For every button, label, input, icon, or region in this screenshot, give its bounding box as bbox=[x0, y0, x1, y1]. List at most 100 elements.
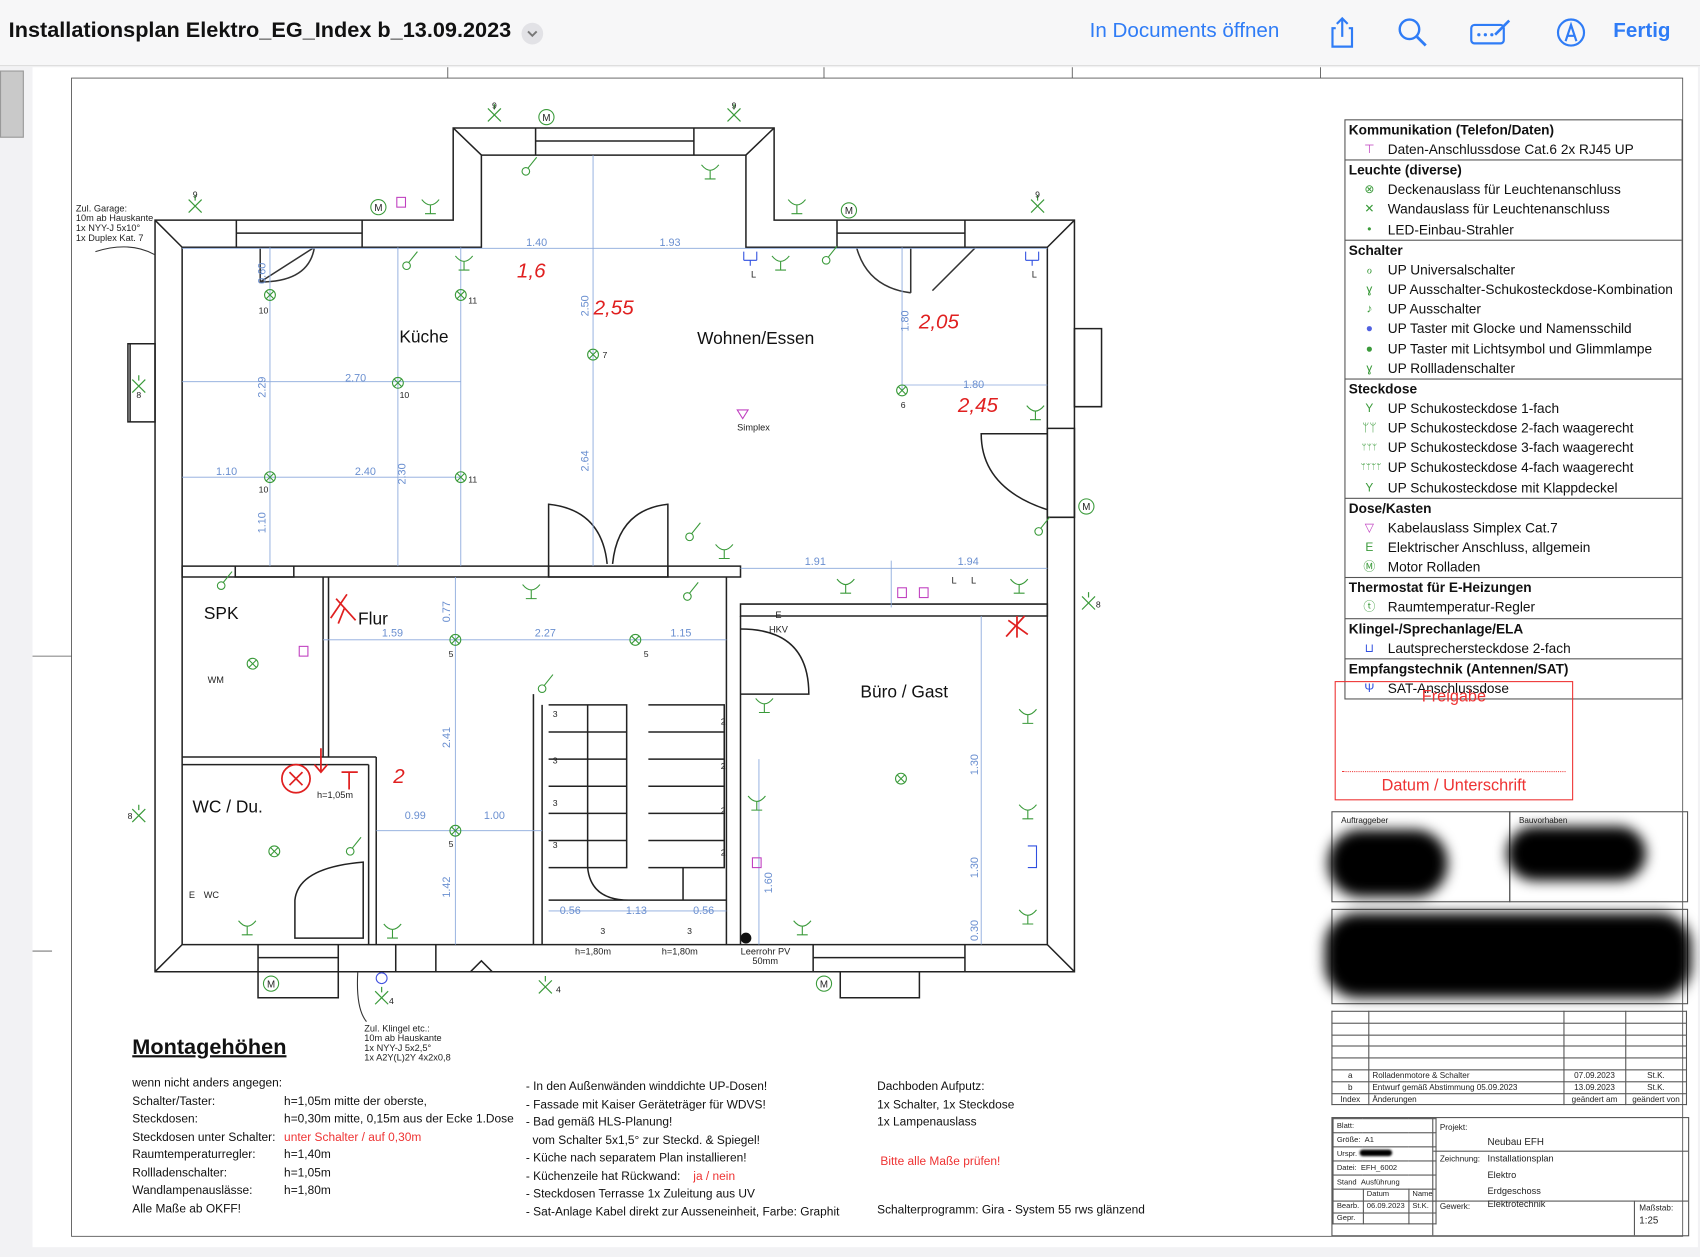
ceiling-outlet-icon bbox=[391, 376, 404, 389]
legend-item: ⊔Lautsprechersteckdose 2-fach bbox=[1345, 638, 1681, 658]
plan-label: L bbox=[751, 270, 756, 280]
handwritten-marks bbox=[281, 593, 1029, 794]
plan-label: Simplex bbox=[737, 423, 770, 433]
name-header: Name bbox=[1408, 1188, 1437, 1202]
montage-value: unter Schalter / auf 0,30m bbox=[284, 1130, 422, 1144]
sat-socket-icon bbox=[1025, 251, 1040, 266]
symbol-number: 4 bbox=[556, 984, 561, 994]
document-title[interactable]: Installationsplan Elektro_EG_Index b_13.… bbox=[8, 18, 512, 43]
legend-item-label: Deckenauslass für Leuchtenanschluss bbox=[1387, 182, 1621, 198]
symbol-number: 5 bbox=[449, 649, 454, 659]
rueckwand-choice: ja / nein bbox=[693, 1169, 736, 1183]
legend-item-label: UP Taster mit Lichtsymbol und Glimmlampe bbox=[1387, 341, 1653, 357]
revision-cell: 07.09.2023 bbox=[1562, 1069, 1627, 1083]
symbol-number: 11 bbox=[468, 475, 477, 485]
done-button[interactable]: Fertig bbox=[1613, 19, 1671, 43]
open-in-documents-button[interactable]: In Documents öffnen bbox=[1089, 19, 1280, 43]
montage-label: Rollladenschalter: bbox=[132, 1166, 228, 1180]
orig-label: Urspr. bbox=[1336, 1150, 1358, 1159]
note-line: - Bad gemäß HLS-Planung! bbox=[526, 1114, 840, 1132]
note-line: 1x Duplex Kat. 7 bbox=[75, 232, 144, 243]
symbol-number: 2 bbox=[721, 716, 726, 726]
symbol-number: 7 bbox=[603, 350, 608, 360]
switch-icon bbox=[821, 245, 838, 265]
symbol-number: 9 bbox=[492, 100, 497, 110]
dimension-label: 1.93 bbox=[659, 237, 680, 249]
symbol-number: 3 bbox=[687, 926, 692, 936]
installation-notes: - In den Außenwänden winddichte UP-Dosen… bbox=[526, 1078, 840, 1221]
note-text: - Küchenzeile hat Rückwand: bbox=[525, 1169, 681, 1183]
note-line: 1x NYY-J 5x10° bbox=[75, 222, 141, 234]
dimension-label: 1.91 bbox=[805, 556, 826, 568]
page-thumbnail[interactable] bbox=[0, 70, 24, 138]
redacted-area bbox=[1328, 829, 1448, 897]
montage-value: h=1,80m bbox=[284, 1184, 331, 1198]
shutter-switch-icon: ɣ bbox=[1366, 361, 1373, 375]
handwritten-note: 2,05 bbox=[918, 311, 960, 334]
dimension-label: 0.30 bbox=[969, 920, 981, 941]
ceiling-outlet-icon bbox=[449, 824, 462, 837]
socket-icon bbox=[454, 255, 474, 271]
electric-connection-icon: E bbox=[1365, 541, 1374, 555]
project-label: Projekt: bbox=[1439, 1122, 1468, 1133]
data-socket-icon bbox=[298, 645, 309, 657]
pv-conduit-marker bbox=[740, 932, 752, 944]
montage-footer: Alle Maße ab OKFF! bbox=[132, 1202, 241, 1216]
revision-cell bbox=[1368, 1045, 1565, 1059]
share-icon[interactable] bbox=[1325, 15, 1360, 50]
socket-3-icon: ᛘᛘᛘ bbox=[1361, 442, 1378, 453]
title-block-left: Blatt: Größe: A1 Urspr. Datei: EFH_6002 … bbox=[1332, 1118, 1437, 1225]
revision-cell: Index bbox=[1331, 1092, 1370, 1106]
legend-item-label: Motor Rolladen bbox=[1387, 559, 1481, 575]
search-icon[interactable] bbox=[1395, 15, 1430, 50]
handwritten-note: 1,6 bbox=[517, 260, 546, 283]
dimension-label: 1.60 bbox=[763, 872, 775, 893]
note-text: - Fassade mit Kaiser Geräteträger für WD… bbox=[525, 1098, 766, 1112]
note-line: - Sat-Anlage Kabel direkt zur Ausseneinh… bbox=[526, 1203, 840, 1221]
legend-item-label: UP Taster mit Glocke und Namensschild bbox=[1387, 321, 1632, 337]
autofill-pen-icon[interactable] bbox=[1554, 15, 1589, 50]
dimension-label: 2.70 bbox=[345, 373, 366, 385]
legend-group-title: Klingel-/Sprechanlage/ELA bbox=[1345, 617, 1682, 639]
socket-icon bbox=[771, 255, 790, 271]
ceiling-outlet-icon bbox=[896, 384, 909, 397]
room-label: WC / Du. bbox=[193, 796, 263, 816]
drawing-label: Zeichnung: bbox=[1439, 1153, 1481, 1164]
signature-line bbox=[1342, 771, 1566, 773]
wall-outlet-icon bbox=[538, 976, 553, 994]
simplex-outlet-icon bbox=[736, 409, 750, 420]
toolbar: Installationsplan Elektro_EG_Index b_13.… bbox=[0, 0, 1700, 67]
ceiling-outlet-icon bbox=[449, 633, 462, 646]
title-block-right: Projekt: Neubau EFH Zeichnung: Installat… bbox=[1432, 1118, 1689, 1236]
markup-icon[interactable] bbox=[1469, 15, 1512, 50]
chevron-down-icon[interactable] bbox=[521, 22, 544, 45]
socket-icon bbox=[421, 199, 440, 215]
dimension-label: 1.10 bbox=[216, 466, 237, 478]
switch-icon bbox=[521, 156, 538, 176]
data-socket-icon bbox=[751, 857, 762, 869]
motor-icon: Ⓜ bbox=[1363, 560, 1376, 574]
montage-value: h=1,40m bbox=[284, 1148, 331, 1162]
divider bbox=[1433, 1200, 1689, 1202]
switch-icon bbox=[537, 674, 554, 693]
revision-cell: Entwurf gemäß Abstimmung 05.09.2023 bbox=[1368, 1081, 1565, 1094]
socket-icon bbox=[747, 795, 766, 811]
file-value: EFH_6002 bbox=[1360, 1164, 1398, 1172]
note-line: vom Schalter 5x1,5° zur Steckd. & Spiege… bbox=[526, 1132, 840, 1150]
legend-item-label: UP Schukosteckdose 2-fach waagerecht bbox=[1387, 420, 1634, 437]
revision-cell: geändert von bbox=[1624, 1092, 1688, 1106]
legend-item-label: UP Schukosteckdose 1-fach bbox=[1387, 401, 1560, 417]
handwritten-note: 2 bbox=[392, 765, 405, 788]
symbol-number: 9 bbox=[1035, 189, 1040, 199]
dimension-label: 1.42 bbox=[441, 877, 453, 898]
plan-label: E bbox=[775, 610, 781, 620]
size-label: Größe: bbox=[1336, 1136, 1361, 1144]
drawing-value: Erdgeschoss bbox=[1487, 1185, 1541, 1197]
revision-row bbox=[1331, 1057, 1688, 1071]
status-value: Ausführung bbox=[1360, 1178, 1400, 1186]
revision-cell bbox=[1562, 1022, 1627, 1036]
revision-cell bbox=[1624, 1022, 1688, 1036]
